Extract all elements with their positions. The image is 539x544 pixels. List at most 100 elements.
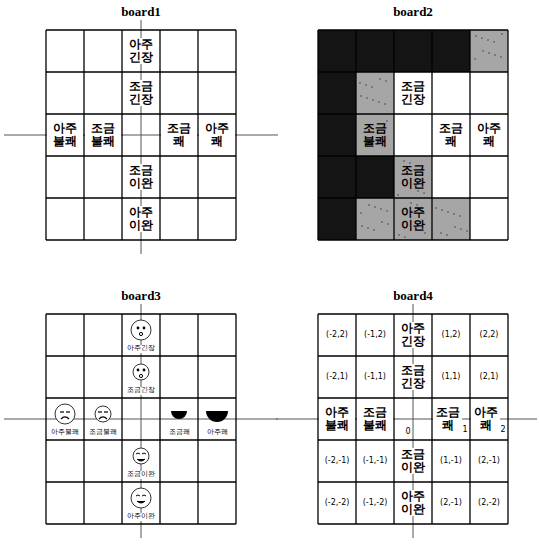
grid-line xyxy=(317,30,318,240)
grid-line xyxy=(46,439,236,440)
speckle-dot xyxy=(366,97,368,99)
face-caption: 조금이완 xyxy=(126,471,156,478)
smile-mouth xyxy=(171,411,187,419)
axis-value: 0 xyxy=(404,428,411,437)
speckle-dot xyxy=(361,225,363,227)
speckle-dot xyxy=(440,232,442,234)
cell-text: 아주 이완 xyxy=(395,490,431,516)
speckle-dot xyxy=(494,54,496,56)
face-caption: 조금긴장 xyxy=(126,387,156,394)
grid-line xyxy=(46,113,236,114)
shaded-cell xyxy=(394,30,432,72)
coordinate-label: (-1,-1) xyxy=(362,457,389,466)
face-mouth xyxy=(139,374,142,377)
label-holder: 아주 긴장 xyxy=(123,31,159,71)
label-holder: (-1,2) xyxy=(357,315,393,355)
label-holder: 조금 쾌 xyxy=(433,399,462,439)
label-holder: 조금 쾌 xyxy=(161,115,197,155)
grid-line xyxy=(318,439,508,440)
face-icon xyxy=(131,320,151,340)
speckle-dot xyxy=(435,207,437,209)
face-icon xyxy=(131,488,151,508)
grid-line xyxy=(83,314,84,524)
face-eye xyxy=(143,369,146,372)
label-holder: board2 xyxy=(363,3,463,21)
coordinate-label: (2,-1) xyxy=(477,457,501,466)
coordinate-label: (-1,-2) xyxy=(362,499,389,508)
shaded-cell xyxy=(470,30,508,72)
label-holder: 1 xyxy=(461,425,469,436)
speckle-dot xyxy=(360,212,362,214)
speckle-dot xyxy=(365,84,367,86)
grid-line xyxy=(235,30,236,240)
label-holder: 아주 불쾌 xyxy=(47,115,83,155)
shaded-cell xyxy=(318,72,356,114)
label-holder: 아주쾌 xyxy=(199,428,235,438)
grid-line xyxy=(318,523,508,524)
speckle-dot xyxy=(378,101,380,103)
coordinate-label: (-2,2) xyxy=(325,331,349,340)
face-icon xyxy=(133,364,149,380)
smile-mouth xyxy=(206,411,228,422)
label-holder: 아주 이완 xyxy=(395,483,431,523)
face-eye xyxy=(98,411,102,412)
board-title: board4 xyxy=(392,289,434,303)
speckle-dot xyxy=(466,230,468,232)
label-holder: (-2,-1) xyxy=(319,441,355,481)
face-caption: 아주쾌 xyxy=(206,429,229,436)
speckle-dot xyxy=(385,80,387,82)
cell-text: 조금 쾌 xyxy=(433,122,469,148)
label-holder: 조금 불쾌 xyxy=(357,399,393,439)
grid-line xyxy=(46,355,236,356)
label-holder: (2,-1) xyxy=(471,441,507,481)
coordinate-label: (1,2) xyxy=(441,331,462,340)
grid-line xyxy=(318,481,508,482)
grid-line xyxy=(318,313,508,314)
speckle-dot xyxy=(459,215,461,217)
grid-line xyxy=(318,355,508,356)
label-holder: 아주 긴장 xyxy=(395,315,431,355)
speckle-dot xyxy=(481,37,483,39)
grid-line xyxy=(318,71,508,72)
grid-line xyxy=(121,314,122,524)
speckle-dot xyxy=(441,209,443,211)
speckle-dot xyxy=(482,50,484,52)
cell-text: 아주 쾌 xyxy=(199,122,235,148)
cell-text: 아주 긴장 xyxy=(395,322,431,348)
coordinate-label: (2,-1) xyxy=(439,499,463,508)
face-mouth xyxy=(99,417,107,419)
shaded-cell xyxy=(432,198,470,240)
speckle-dot xyxy=(501,33,503,35)
speckle-dot xyxy=(460,228,462,230)
label-holder: 조금불쾌 xyxy=(85,428,121,438)
cell-text: 조금 쾌 xyxy=(161,122,197,148)
grid-line xyxy=(46,523,236,524)
face-caption: 조금쾌 xyxy=(168,429,191,436)
label-holder: (2,1) xyxy=(471,357,507,397)
shaded-cell xyxy=(356,30,394,72)
face-outline xyxy=(131,488,151,508)
label-holder: board4 xyxy=(363,287,463,305)
cell-text: 조금 이완 xyxy=(395,164,431,190)
face-mouth xyxy=(61,417,69,419)
face-eye xyxy=(143,327,146,330)
label-holder: 조금 불쾌 xyxy=(85,115,121,155)
face-eye xyxy=(136,453,140,454)
face-outline xyxy=(55,404,75,424)
label-holder: (2,2) xyxy=(471,315,507,355)
grid-line xyxy=(46,397,236,398)
speckle-dot xyxy=(386,210,388,212)
label-holder: 조금쾌 xyxy=(161,428,197,438)
board-title: board2 xyxy=(392,5,434,19)
face-icon xyxy=(171,411,187,419)
face-icon xyxy=(95,406,111,422)
cell-text: 아주 쾌 xyxy=(471,122,507,148)
cell-text: 조금 불쾌 xyxy=(357,122,393,148)
face-eye xyxy=(142,453,146,454)
shaded-cell xyxy=(356,114,394,156)
label-holder: 0 xyxy=(404,427,412,438)
speckle-dot xyxy=(417,190,419,192)
label-holder: 조금 이완 xyxy=(123,157,159,197)
grid-line xyxy=(318,197,508,198)
